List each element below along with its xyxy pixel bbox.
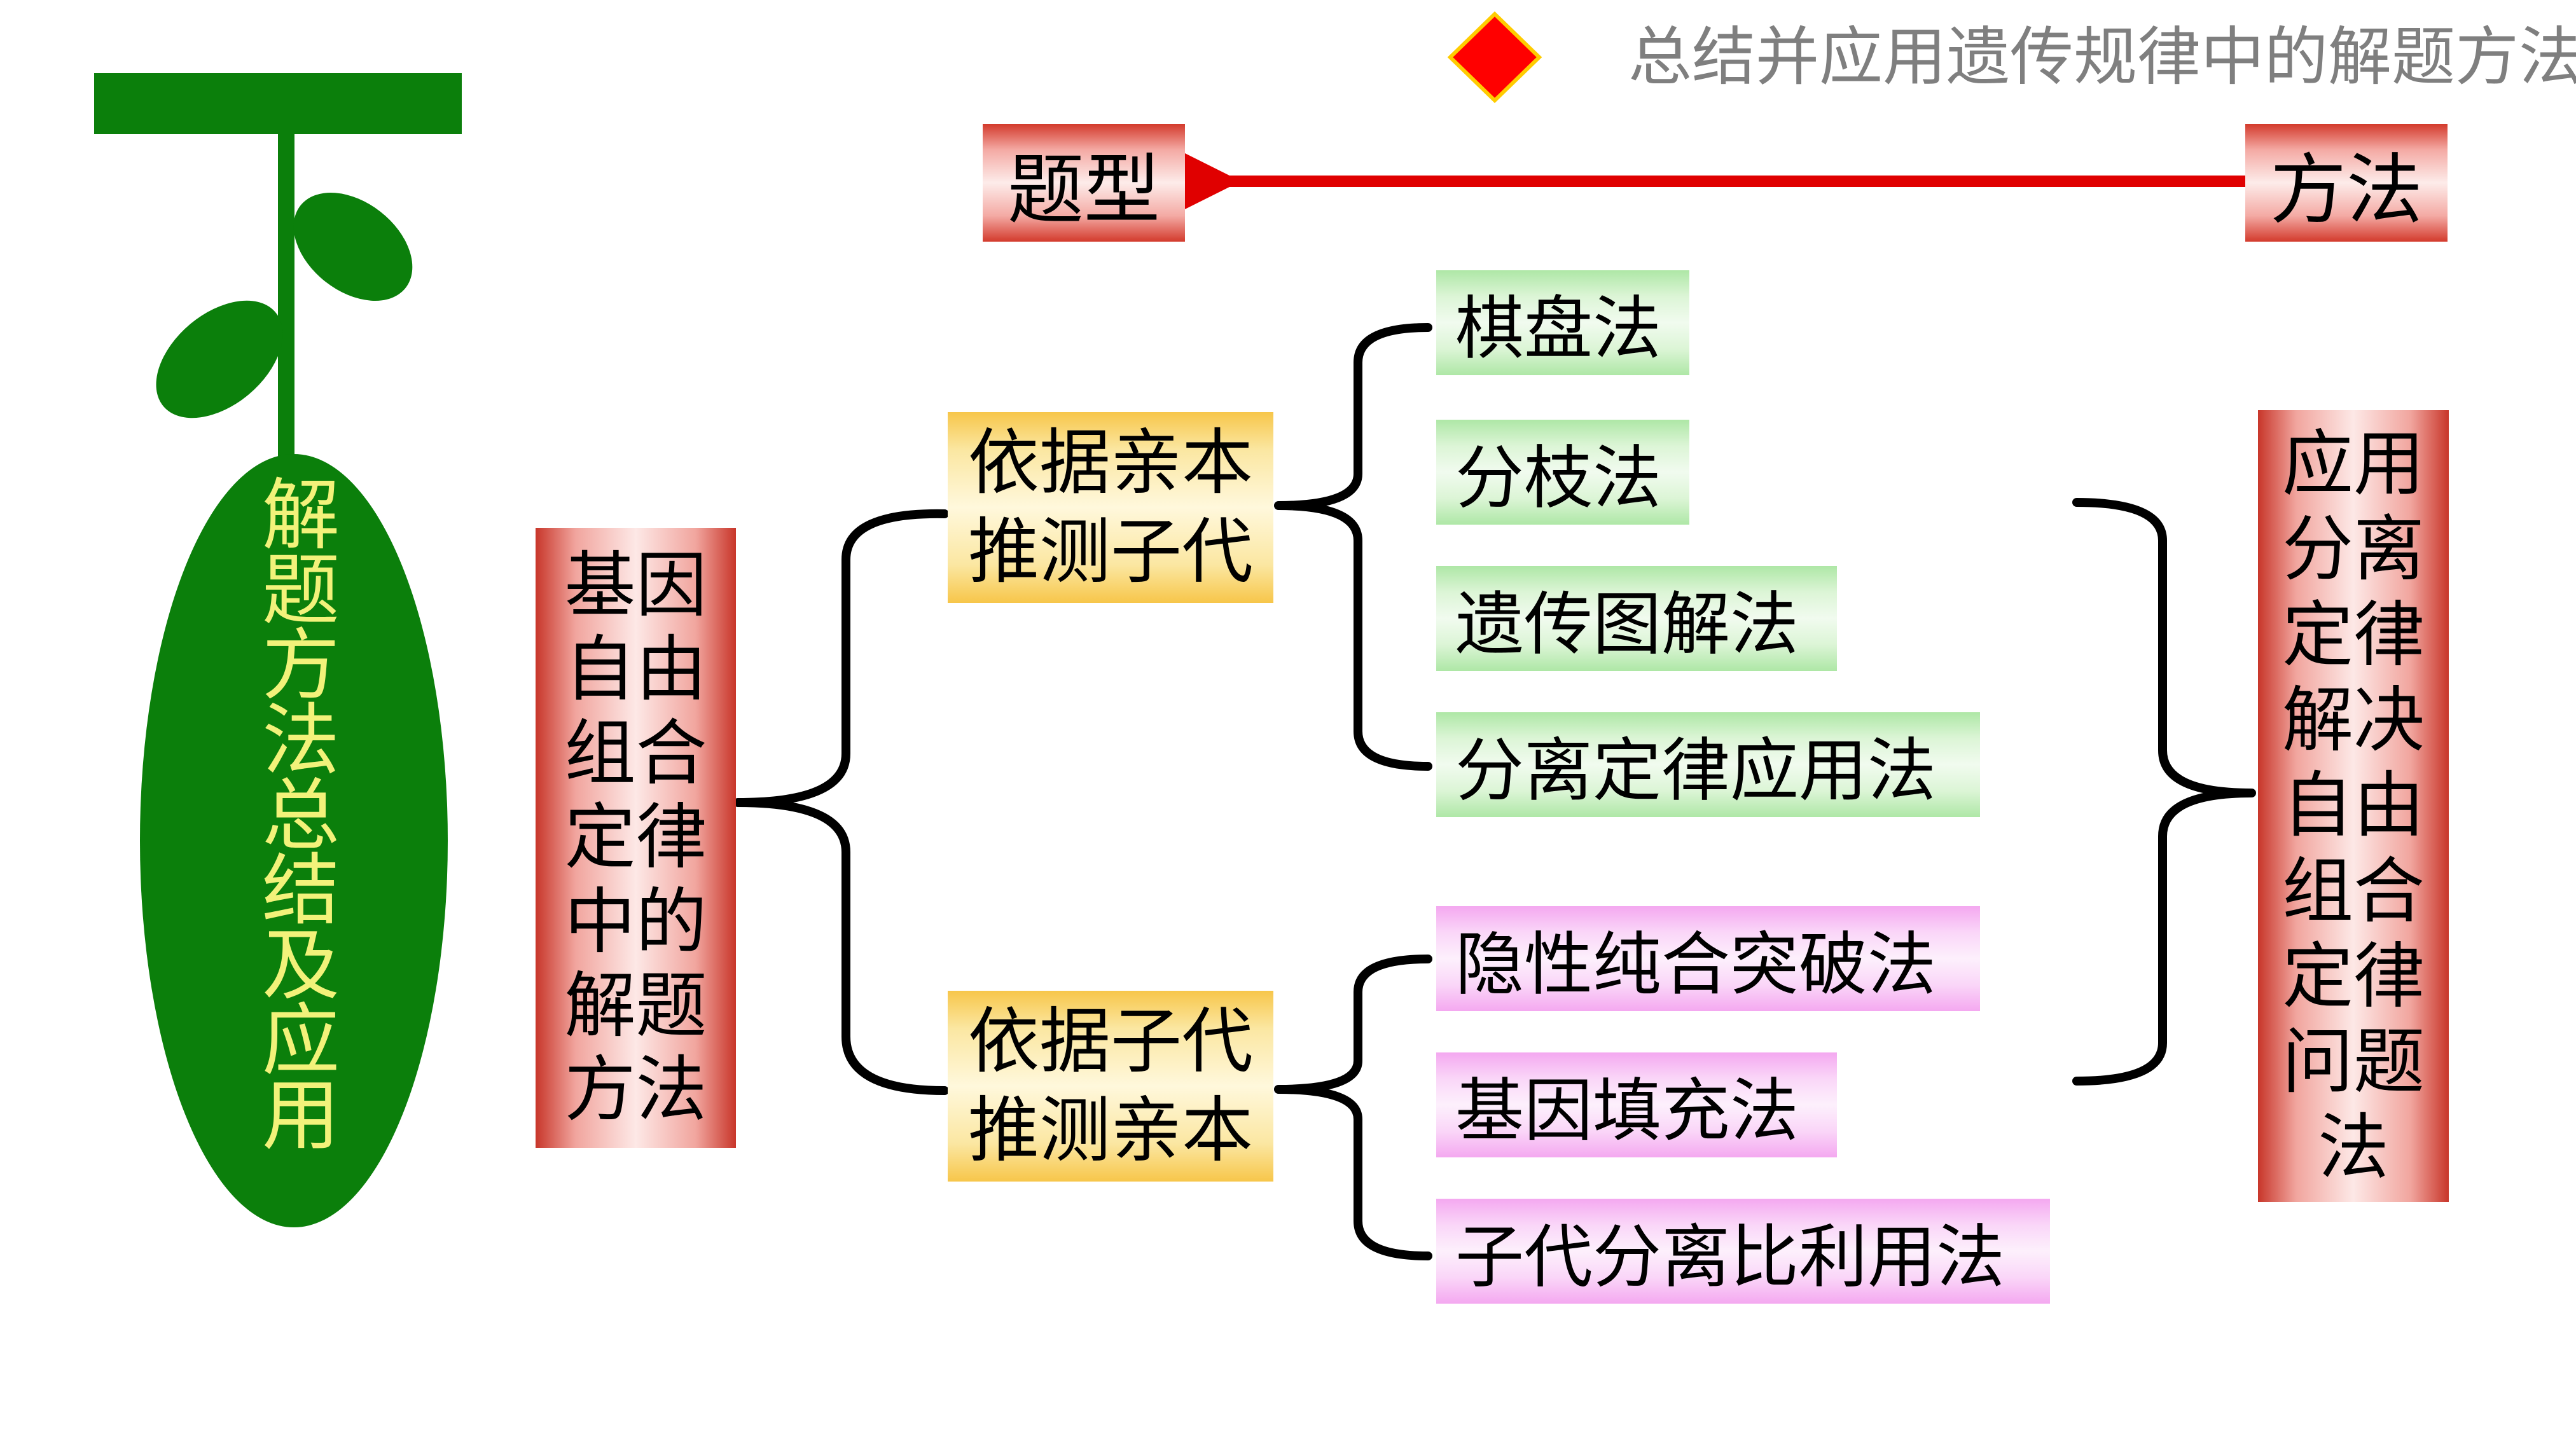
group-label-offspring-to-parent: 依据子代推测亲本 (968, 1000, 1253, 1172)
method-checkerboard: 棋盘法 (1436, 270, 1689, 375)
brace-group-1 (1274, 323, 1432, 771)
root-topic-box: 基因自由组合定律中的解题方法 (536, 528, 736, 1148)
target-label: 应用分离定律解决自由组合定律问题法 (2282, 422, 2425, 1189)
plant-label-text: 解题方法总结及应用 (249, 474, 340, 1149)
plant-stem (278, 130, 294, 467)
group-label-parent-to-offspring: 依据亲本推测子代 (968, 422, 1253, 593)
method-offspring-ratio: 子代分离比利用法 (1436, 1199, 2050, 1304)
page-title: 总结并应用遗传规律中的解题方法 (1628, 20, 2576, 94)
brace-target (2072, 498, 2256, 1086)
method-segregation-law: 分离定律应用法 (1436, 712, 1980, 817)
plant-label: 解题方法总结及应用 (249, 474, 340, 1224)
question-type-label: 题型 (983, 124, 1185, 242)
leaf-upper (293, 193, 413, 301)
method-pedigree-diagram: 遗传图解法 (1436, 566, 1837, 671)
group-box-offspring-to-parent: 依据子代推测亲本 (948, 991, 1273, 1182)
brace-root (733, 509, 949, 1095)
target-box: 应用分离定律解决自由组合定律问题法 (2258, 410, 2449, 1202)
plant-pod (140, 454, 448, 1227)
method-recessive-homozygote: 隐性纯合突破法 (1436, 906, 1980, 1011)
brace-group-2 (1274, 955, 1432, 1260)
method-gene-filling: 基因填充法 (1436, 1052, 1837, 1157)
diamond-bullet (1447, 11, 1542, 104)
leaf-lower (156, 300, 283, 418)
root-topic-label: 基因自由组合定律中的解题方法 (564, 544, 707, 1131)
method-label: 方法 (2245, 124, 2448, 242)
method-branching: 分枝法 (1436, 420, 1689, 525)
plant-top-bar (94, 73, 462, 134)
group-box-parent-to-offspring: 依据亲本推测子代 (948, 412, 1273, 603)
